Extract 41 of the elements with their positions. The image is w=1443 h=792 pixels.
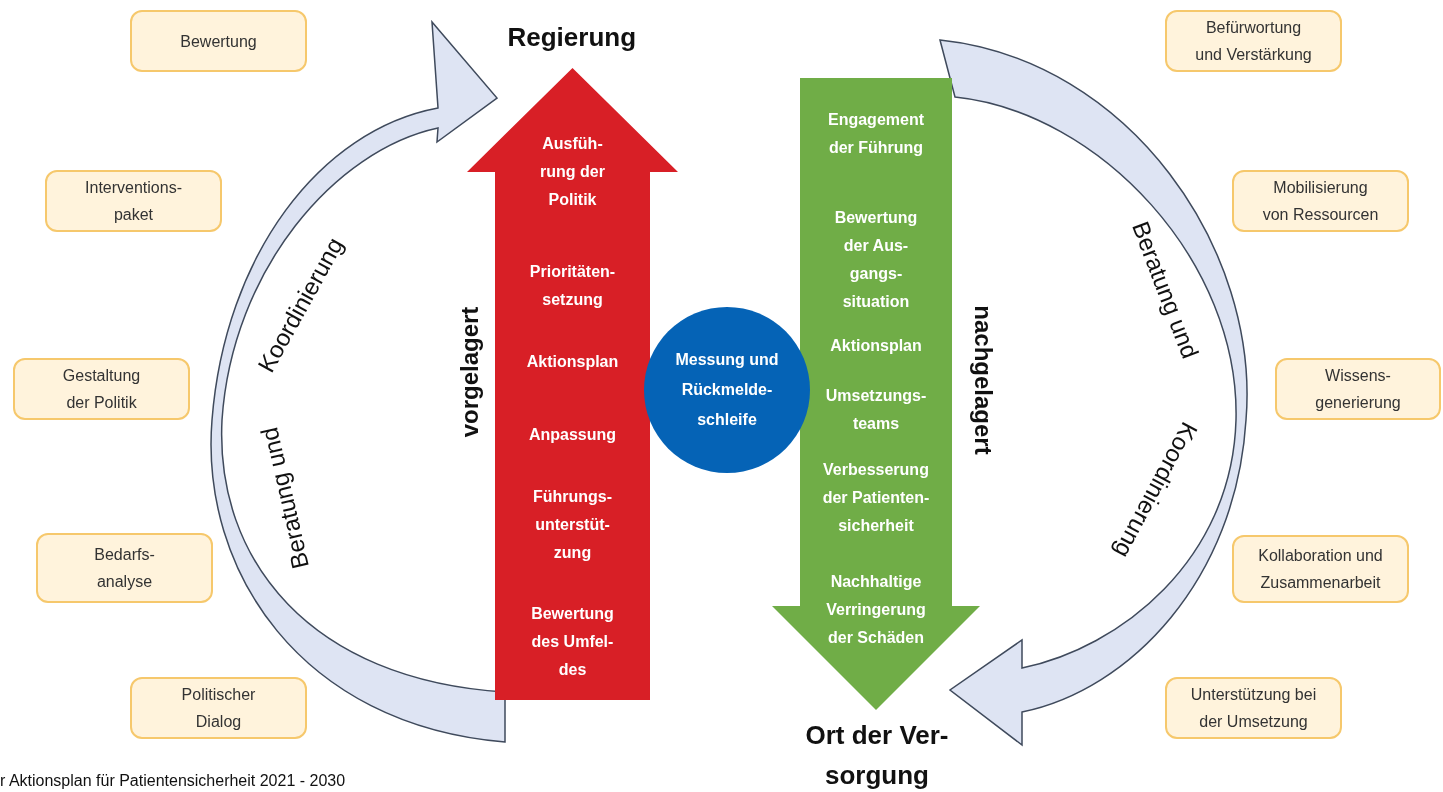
rounded-box: [1232, 535, 1409, 603]
arrow-text: Prioritäten- setzung: [528, 262, 617, 310]
rounded-box: [1165, 677, 1342, 739]
rounded-box: [1275, 358, 1441, 420]
arrow-text: Aktionsplan: [525, 352, 620, 372]
arrow-text: Ausfüh- rung der Politik: [539, 134, 606, 210]
rounded-box: [1165, 10, 1342, 72]
circle-label: Messung und Rückmelde- schleife: [674, 350, 780, 430]
arrow-text: Führungs- unterstüt- zung: [531, 487, 614, 563]
box-label: Befürwortung und Verstärkung: [1194, 18, 1313, 65]
arrow-text: Verbesserung der Patienten- sicherheit: [821, 460, 931, 536]
heading: Ort der Ver- sorgung: [804, 719, 950, 792]
rounded-box: [13, 358, 190, 420]
rounded-box: [36, 533, 213, 603]
arrow-text: Aktionsplan: [829, 336, 923, 356]
caption: r Aktionsplan für Patientensicherheit 2021 - 2030: [0, 772, 346, 790]
box-label: Wissens- generierung: [1314, 366, 1402, 413]
arrow-text: Nachhaltige Verringerung der Schäden: [825, 572, 927, 648]
box-label: Bewertung: [179, 31, 258, 52]
rounded-box: [1232, 170, 1409, 232]
arrow-text: Umsetzungs- teams: [824, 386, 928, 434]
side-label: vorgelagert: [455, 306, 484, 438]
heading: Regierung: [507, 21, 637, 53]
box-label: Interventions- paket: [84, 178, 183, 225]
arrow-text: Bewertung der Aus- gangs- situation: [833, 208, 919, 312]
curved-arrow: [210, 21, 506, 743]
rounded-box: [45, 170, 222, 232]
rounded-box: [130, 677, 307, 739]
box-label: Mobilisierung von Ressourcen: [1261, 178, 1380, 225]
box-label: Bedarfs- analyse: [93, 545, 156, 592]
arrow-text: Bewertung des Umfel- des: [530, 604, 615, 680]
arc-label: Beratung und: [255, 424, 315, 572]
box-label: Gestaltung der Politik: [61, 366, 142, 413]
arrow-text: Anpassung: [527, 425, 618, 445]
box-label: Politischer Dialog: [180, 685, 257, 732]
rounded-box: [130, 10, 307, 72]
side-label: nachgelagert: [968, 305, 997, 455]
arrow-text: Engagement der Führung: [827, 110, 925, 158]
box-label: Kollaboration und Zusammenarbeit: [1257, 546, 1384, 593]
curved-arrow: [939, 39, 1248, 746]
box-label: Unterstützung bei der Umsetzung: [1189, 685, 1318, 732]
